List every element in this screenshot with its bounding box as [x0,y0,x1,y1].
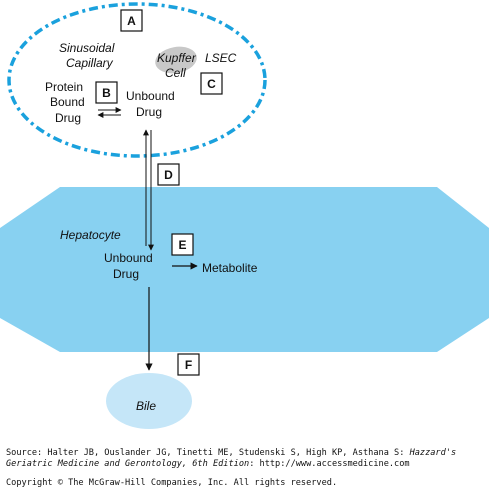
source-line-2: Geriatric Medicine and Gerontology, 6th … [6,459,486,470]
hepatocyte-label: Hepatocyte [60,228,121,242]
box-d: D [157,163,180,186]
source-title-part1: Hazzard's [409,448,457,458]
box-a: A [120,9,143,32]
source-prefix: Source: Halter JB, Ouslander JG, Tinetti… [6,448,410,458]
box-b: B [95,81,118,104]
box-a-letter: A [127,14,136,28]
figure-footer: Source: Halter JB, Ouslander JG, Tinetti… [6,448,486,490]
box-e-letter: E [178,238,186,252]
protein-bound-line2: Bound [50,95,85,109]
source-suffix: : http://www.accessmedicine.com [249,459,410,470]
hepatic-clearance-diagram: Sinusoidal Capillary Kupffer Cell LSEC P… [0,2,489,429]
kupffer-cell-shape [155,46,197,74]
diagram: Sinusoidal Capillary Kupffer Cell LSEC P… [0,2,489,429]
sinusoid-label-line2: Capillary [66,56,114,70]
lsec-label: LSEC [205,51,237,65]
protein-bound-line3: Drug [55,111,81,125]
unbound-top-line2: Drug [136,105,162,119]
unbound-top-line1: Unbound [126,89,175,103]
kupffer-label-line1: Kupffer [157,51,197,65]
sinusoid-outline [7,2,267,158]
kupffer-label-line2: Cell [165,66,186,80]
sinusoid-label-line1: Sinusoidal [59,41,115,55]
box-b-letter: B [102,86,111,100]
hepatocyte-shape [0,187,489,352]
source-line-1: Source: Halter JB, Ouslander JG, Tinetti… [6,448,486,459]
box-f-letter: F [185,358,192,372]
copyright-line: Copyright © The McGraw-Hill Companies, I… [6,478,338,489]
box-e: E [171,233,194,256]
metabolite-label: Metabolite [202,261,258,275]
unbound-bottom-line2: Drug [113,267,139,281]
source-title-part2: Geriatric Medicine and Gerontology, 6th … [6,459,250,470]
protein-bound-line1: Protein [45,80,83,94]
box-d-letter: D [164,168,173,182]
box-c: C [200,72,223,95]
box-c-letter: C [207,77,216,91]
bile-label: Bile [136,399,156,413]
unbound-bottom-line1: Unbound [104,251,153,265]
bile-shape [106,373,192,429]
box-f: F [177,353,200,376]
